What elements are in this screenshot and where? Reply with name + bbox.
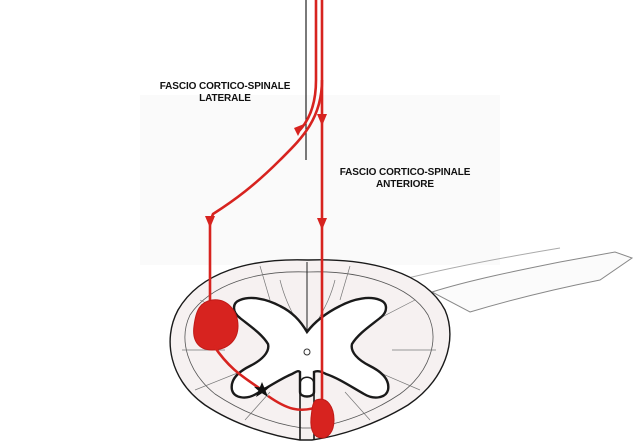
anterior-arrowhead-lower (317, 218, 327, 230)
anterior-tract-region (310, 398, 335, 439)
star-lesion-icon (254, 382, 270, 397)
central-canal (303, 348, 311, 356)
lateral-tract-line (208, 0, 324, 306)
cord-inner-ring (184, 271, 434, 429)
lateral-arrowhead-upper (294, 124, 304, 136)
anterior-median-fissure (299, 376, 315, 440)
anterior-arrowhead-upper (317, 114, 327, 126)
anterior-tract-label-line1: FASCIO CORTICO-SPINALE (339, 167, 471, 178)
lateral-arrowhead-lower (205, 216, 215, 228)
anterior-tract-label-line2: ANTERIORE (376, 179, 434, 190)
lateral-to-horn-line (212, 345, 263, 392)
nerve-root (430, 251, 634, 313)
anterior-tract-label: FASCIO CORTICO-SPINALE ANTERIORE (330, 167, 480, 191)
scan-shadow (140, 95, 500, 265)
nerve-root-edge (399, 247, 561, 281)
lateral-tract-label: FASCIO CORTICO-SPINALE LATERALE (150, 81, 300, 105)
lateral-tract-label-line1: FASCIO CORTICO-SPINALE (159, 81, 291, 92)
lateral-tract-region (193, 299, 239, 351)
grey-matter (230, 296, 390, 399)
lateral-tract-label-line2: LATERALE (199, 93, 251, 104)
